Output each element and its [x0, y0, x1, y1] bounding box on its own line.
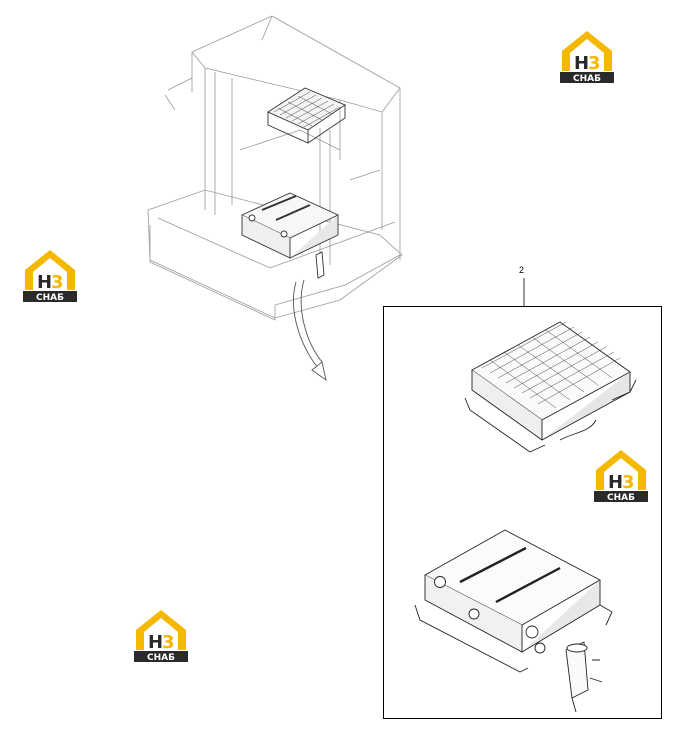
callout-arrow — [293, 279, 327, 382]
svg-text:H: H — [148, 632, 163, 653]
svg-text:H: H — [608, 472, 623, 493]
svg-text:H: H — [574, 53, 589, 74]
svg-text:3: 3 — [51, 272, 64, 293]
svg-text:H: H — [37, 272, 52, 293]
logo-watermark: H 3 СНАБ — [590, 446, 652, 504]
svg-text:СНАБ: СНАБ — [607, 493, 635, 503]
svg-text:3: 3 — [588, 53, 601, 74]
detail-frame — [383, 306, 662, 719]
logo-watermark: H 3 СНАБ — [556, 27, 618, 85]
svg-text:СНАБ: СНАБ — [573, 74, 601, 84]
svg-text:3: 3 — [622, 472, 635, 493]
svg-text:СНАБ: СНАБ — [36, 293, 64, 303]
callout-number: 2 — [519, 265, 525, 275]
cab-frame — [147, 15, 403, 321]
svg-text:3: 3 — [162, 632, 175, 653]
logo-watermark: H 3 СНАБ — [130, 606, 192, 664]
detail-heater-box — [414, 529, 613, 713]
logo-watermark: H 3 СНАБ — [19, 246, 81, 304]
detail-heater-core — [464, 321, 637, 453]
floor-heater-box — [240, 192, 340, 279]
svg-text:СНАБ: СНАБ — [147, 653, 175, 663]
roof-heater-core — [267, 87, 346, 144]
